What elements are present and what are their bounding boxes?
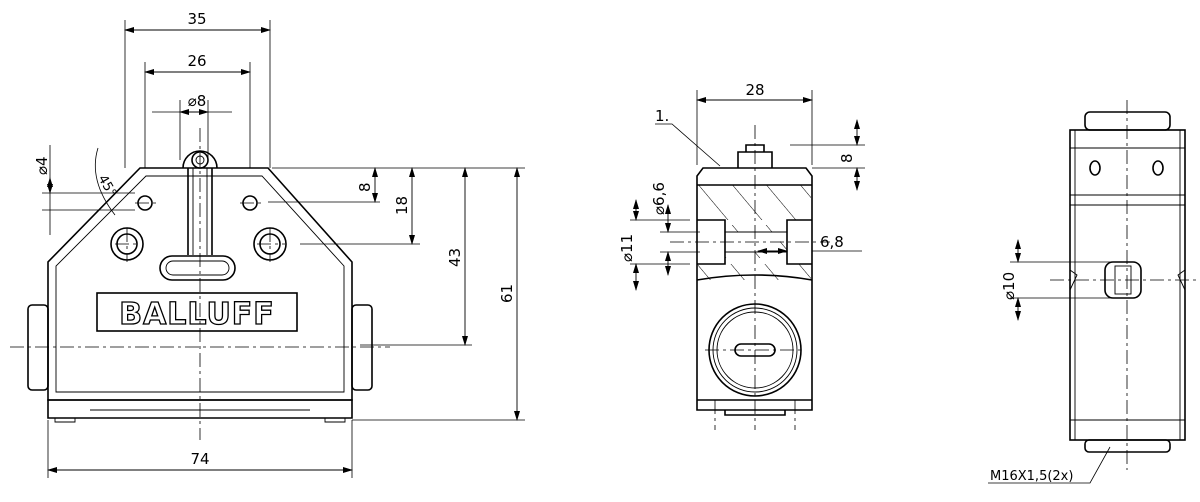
dim-dia-10-label: ⌀10: [1000, 272, 1018, 300]
dim-dia-11-label: ⌀11: [618, 234, 636, 262]
top-cap: [1084, 111, 1171, 131]
housing-base: [47, 399, 353, 419]
dim-dia-6-6-label: ⌀6,6: [650, 182, 668, 215]
front-view: BALLUFF 35 26 ⌀8 ⌀4 45° 8 18 43 61 74: [10, 10, 525, 478]
left-boss: [27, 304, 49, 391]
dim-35-label: 35: [187, 10, 206, 28]
dim-dia-4-label: ⌀4: [33, 156, 51, 175]
side-housing: [696, 167, 813, 411]
dim-28-label: 28: [745, 81, 764, 99]
dim-61-label: 61: [498, 284, 516, 303]
dim-26-label: 26: [187, 52, 206, 70]
callout-1: 1.: [655, 107, 669, 125]
logo-box: [96, 292, 298, 332]
right-boss: [351, 304, 373, 391]
side-view: 28 8 1. ⌀6,6 ⌀11 6,8: [618, 81, 865, 430]
rear-housing: [1069, 129, 1186, 441]
dim-side-8-label: 8: [838, 153, 856, 163]
dim-74-label: 74: [190, 450, 209, 468]
slot: [159, 255, 236, 281]
dim-dia-8-label: ⌀8: [188, 92, 207, 110]
plunger-lever: [187, 168, 213, 255]
balluff-logo: BALLUFF: [119, 297, 275, 332]
dim-8-label: 8: [356, 182, 374, 192]
thread-label: M16X1,5(2x): [990, 469, 1073, 484]
dim-angle-45-label: 45°: [95, 173, 120, 200]
dim-18-label: 18: [393, 196, 411, 215]
bottom-cap: [1084, 439, 1171, 453]
dim-6-8-label: 6,8: [820, 233, 844, 251]
rear-view: ⌀10 M16X1,5(2x): [988, 100, 1200, 484]
dim-43-label: 43: [446, 248, 464, 267]
